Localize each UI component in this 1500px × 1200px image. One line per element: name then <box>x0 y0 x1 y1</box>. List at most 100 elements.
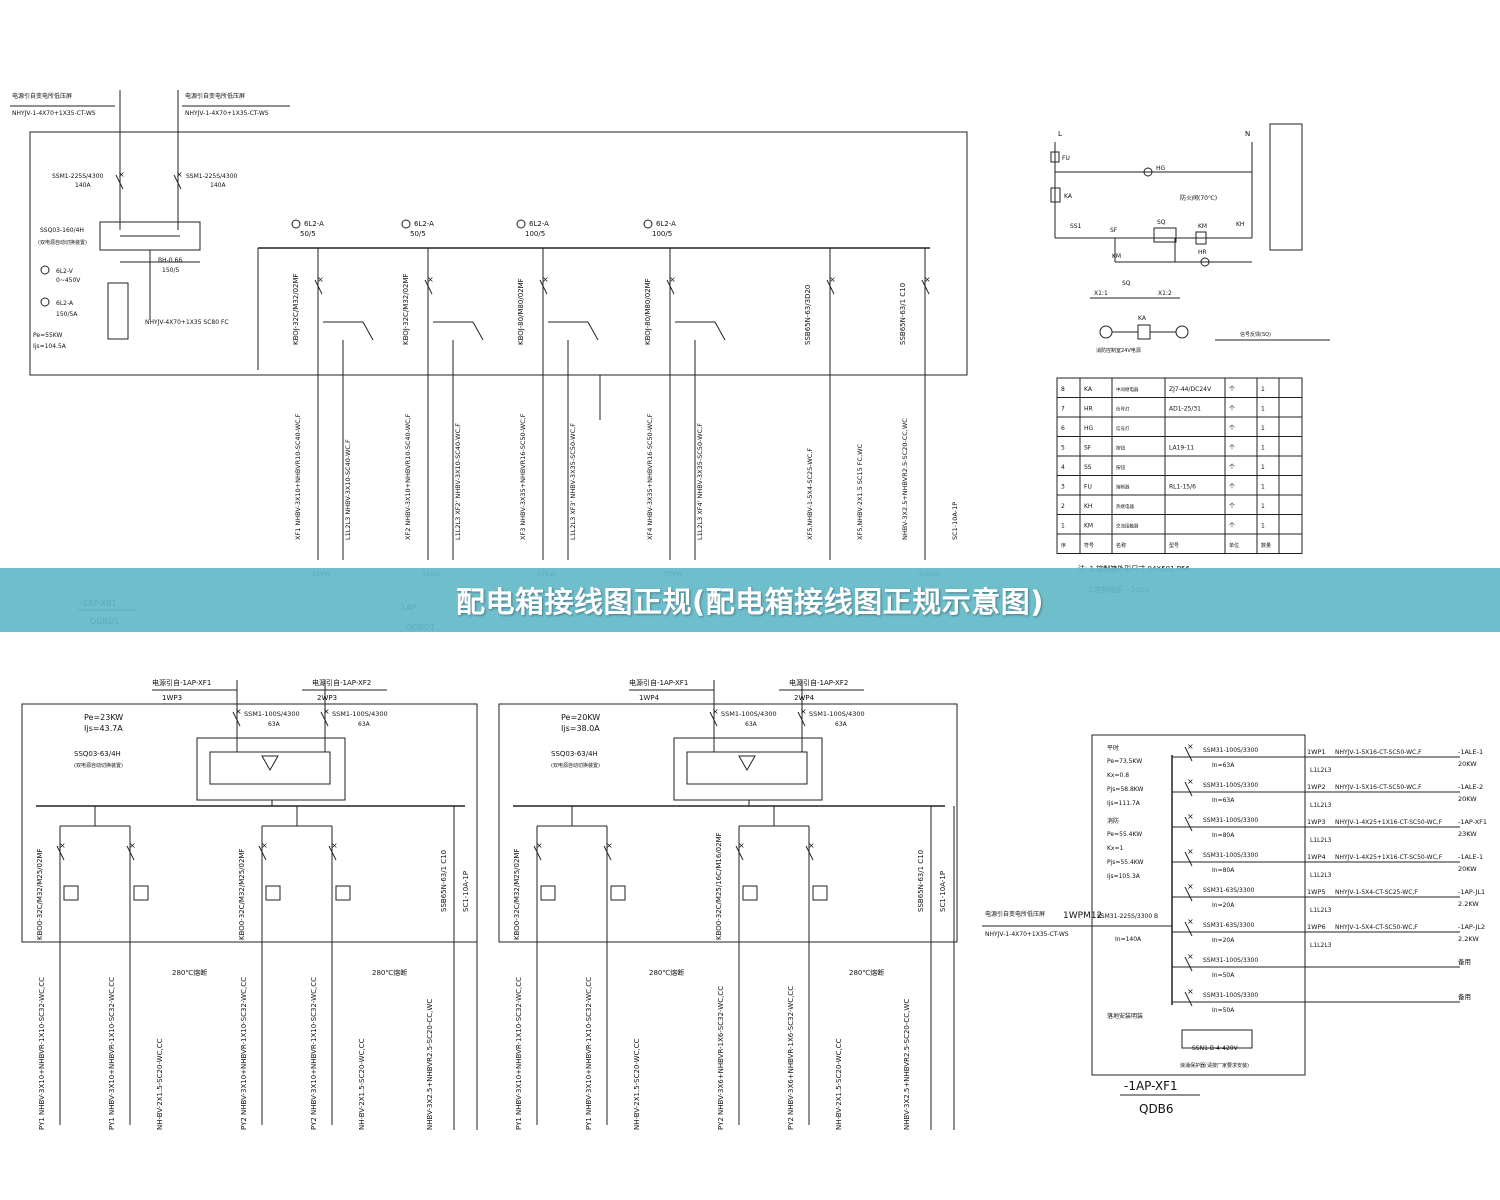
table-cell-1-4: 个 <box>1229 406 1235 413</box>
g-bl-group1-breaker2 <box>126 845 135 861</box>
table-cell-1-2: 信号灯 <box>1116 406 1130 413</box>
branch-2-breaker-symbol <box>424 279 433 295</box>
g-bl-breaker2-symbol <box>320 711 329 727</box>
br-circuit-8-target: 备用 <box>1458 992 1471 1001</box>
br-circuit-1-phases: L1L2L3 <box>1310 767 1332 774</box>
br-circuit-8-breaker-symbol <box>1184 991 1193 1007</box>
g-bl-cable-6: NH-BV-2X1.5-SC20-WC,CC <box>358 1038 366 1130</box>
table-header-3: 型号 <box>1169 542 1179 549</box>
table-header-0: 序 <box>1061 542 1066 549</box>
g-bm-group1-breaker2 <box>603 845 612 861</box>
br-circuit-6-breaker: SSM31-63S/3300 <box>1203 922 1255 929</box>
title-banner: 配电箱接线图正规(配电箱接线图正规示意图) <box>0 568 1500 632</box>
br-circuit-7-breaker-symbol-mark: × <box>1187 952 1194 961</box>
br-circuit-3-phases: L1L2L3 <box>1310 837 1332 844</box>
relay-coil-symbol <box>1137 324 1151 340</box>
table-cell-7-2: 交流接触器 <box>1116 523 1139 530</box>
g-bl-fire-temp-2: 280℃熔断 <box>372 968 407 977</box>
g-bm-group2-aux1 <box>742 885 758 901</box>
table-cell-1-1: HR <box>1084 406 1093 413</box>
g-bm-ats-box <box>673 737 823 801</box>
table-cell-4-2: 按钮 <box>1116 464 1125 471</box>
br-circuit-1-rating: In=63A <box>1212 762 1235 769</box>
g-bl-cable-2: PY1 NHBV-3X10+NHBVR-1X10-SC32-WC,CC <box>108 977 116 1130</box>
branch-3-outgoing-cable: XF3 NHBV-3X35+NHBVR16-SC50-WC,F <box>519 413 527 540</box>
br-circuit-4-breaker: SSM31-100S/3300 <box>1203 852 1258 859</box>
br-circuit-2-rating: In=63A <box>1212 797 1235 804</box>
g-bl-group1-breaker-model: KBO0-32C/M32/M25/02MF <box>36 849 44 941</box>
br-circuit-4-breaker-symbol <box>1184 851 1193 867</box>
g-bm-source2-label: 电源引自-1AP-XF2 <box>789 678 848 687</box>
table-cell-2-5: 1 <box>1261 425 1265 432</box>
br-fire-pe: Pe=55.4KW <box>1107 831 1142 838</box>
g-bl-source2-label: 电源引自-1AP-XF2 <box>312 678 371 687</box>
br-fire-pjs: Pjs=55.4KW <box>1107 859 1144 866</box>
ammeter-symbol <box>40 297 50 307</box>
g-bm-pe: Pe=20KW <box>561 713 600 722</box>
branch-1-meter: 6L2-A <box>304 220 324 228</box>
g-bl-ats-model: SSQ03-63/4H <box>74 750 121 758</box>
g-bm-fire-temp-1: 280℃熔断 <box>649 968 684 977</box>
g-bm-breaker2: SSM1-100S/4300 <box>809 710 865 718</box>
g-bl-breaker1-symbol-mark: × <box>235 707 242 716</box>
g-bl-fire-temp-1: 280℃熔断 <box>172 968 207 977</box>
branch-1-ratio: 50/5 <box>300 230 316 238</box>
br-circuit-7-breaker-symbol <box>1184 956 1193 972</box>
g-bm-cable-5: PY2 NHBV-3X6+NHBVR-1X6-SC32-WC,CC <box>787 986 795 1130</box>
g-bl-breaker2: SSM1-100S/4300 <box>332 710 388 718</box>
table-cell-3-0: 5 <box>1061 445 1065 452</box>
g-bl-cable-4: PY2 NHBV-3X10+NHBVR-1X10-SC32-WC,CC <box>240 977 248 1130</box>
g-bl-group2-breaker2 <box>328 845 337 861</box>
branch-2-ratio: 50/5 <box>410 230 426 238</box>
branch-4-control-cable: L1L2L3 XF4' NHBV-3X35-SC50-WC,F <box>696 423 704 540</box>
branch-3-meter: 6L2-A <box>529 220 549 228</box>
top-panel-frame <box>29 131 968 376</box>
branch-5-breaker: SSB65N-63/3D20 <box>804 285 812 345</box>
g-bl-breaker2-symbol-mark: × <box>323 707 330 716</box>
g-bl-group1-aux2 <box>133 885 149 901</box>
table-cell-6-5: 1 <box>1261 503 1265 510</box>
g-bl-cable-5: PY2 NHBV-3X10+NHBVR-1X10-SC32-WC,CC <box>310 977 318 1130</box>
branch-1-breaker: KBOJ-32C/M32/02MF <box>292 273 300 345</box>
g-bm-source1-label: 电源引自-1AP-XF1 <box>629 678 688 687</box>
temp-switch-label: SQ <box>1157 219 1166 226</box>
branch-2-meter-symbol <box>401 219 411 229</box>
branch-1-breaker-symbol <box>314 279 323 295</box>
table-cell-7-5: 1 <box>1261 523 1265 530</box>
br-box-note: 落地安装明装 <box>1107 1012 1143 1020</box>
relay-contact-symbol <box>1050 187 1061 203</box>
neutral-label: N <box>1245 130 1250 138</box>
contactor2-label: KH <box>1236 221 1244 228</box>
voltmeter-label: 6L2-V <box>56 268 74 275</box>
br-box-id: QDB6 <box>1139 1102 1174 1116</box>
g-bl-ats-inner <box>209 751 331 785</box>
br-circuit-3-breaker: SSM31-100S/3300 <box>1203 817 1258 824</box>
table-cell-0-1: KA <box>1084 386 1093 393</box>
green-lamp-label: HG <box>1156 165 1166 172</box>
br-normal-kx: Kx=0.8 <box>1107 772 1129 779</box>
terminal1-label: X1:1 <box>1094 290 1108 297</box>
br-circuit-3-target: -1AP-XF1 <box>1458 818 1487 826</box>
br-circuit-1-breaker: SSM31-100S/3300 <box>1203 747 1258 754</box>
ct-model: BH-0.66 <box>158 257 182 264</box>
g-bm-group1-breaker-model: KBO0-32C/M32/M25/02MF <box>513 849 521 941</box>
g-bl-ats-triangle <box>261 755 279 772</box>
g-bl-group1-breaker1 <box>56 845 65 861</box>
g-bm-socket-breaker: SC1-10A-1P <box>939 871 947 912</box>
breaker1-symbol <box>115 174 124 190</box>
ct-ratio: 150/5 <box>162 267 179 274</box>
g-bl-group2-breaker2-mark: × <box>331 841 338 850</box>
g-bm-ats-note: (双电源自动切换装置) <box>551 762 600 769</box>
table-cell-5-2: 熔断器 <box>1116 484 1130 491</box>
br-circuit-5-target: -1AP-JL1 <box>1458 888 1485 896</box>
branch-2-outgoing-cable: XF2 NHBV-3X10+NHBVR10-SC40-WC,F <box>404 413 412 540</box>
br-circuit-4-target: -1ALE-1 <box>1458 853 1483 861</box>
legend-note: 信号反馈(SQ) <box>1240 331 1271 338</box>
br-circuit-5-rating: In=20A <box>1212 902 1235 909</box>
branch-4-breaker-symbol <box>666 279 675 295</box>
branch-5-control-cable: XF5,NHBV-2X1.5 SC15 FC,WC <box>856 443 864 540</box>
table-cell-5-0: 3 <box>1061 484 1065 491</box>
g-bm-breaker2-rating: 63A <box>835 721 848 728</box>
